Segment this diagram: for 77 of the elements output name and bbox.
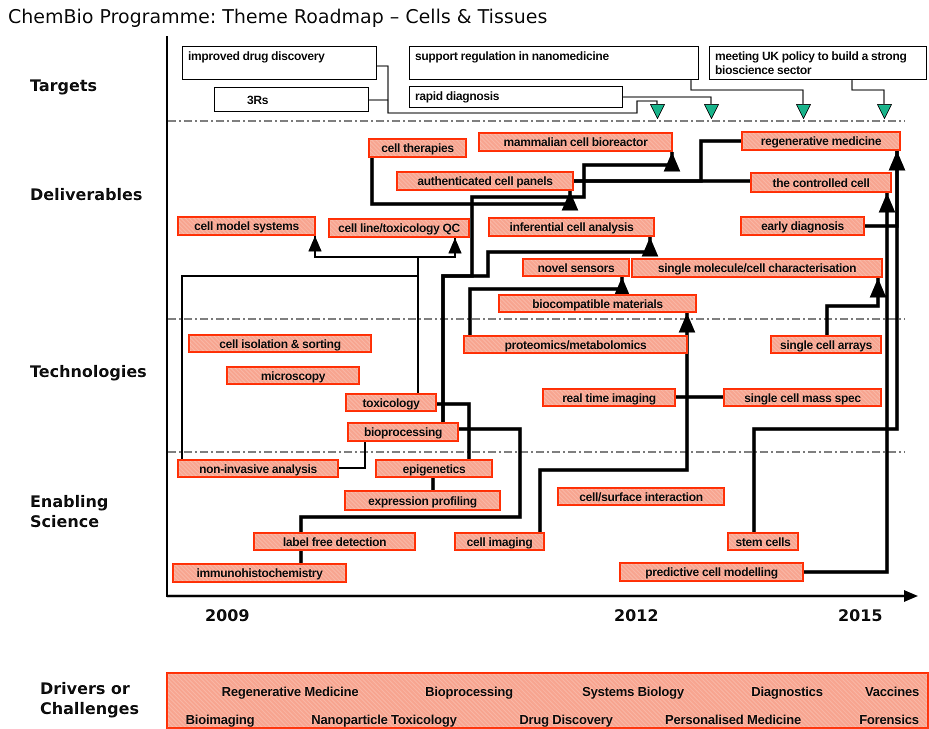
roadmap-item-box: inferential cell analysis	[488, 217, 655, 237]
arrow	[468, 277, 630, 335]
year-label: 2015	[838, 606, 884, 626]
roadmap-item-box: cell line/toxicology QC	[328, 218, 470, 238]
lane-label: Targets	[30, 76, 98, 96]
target-box: rapid diagnosis	[409, 86, 623, 108]
connector-line	[431, 478, 435, 490]
connector-line	[339, 442, 366, 469]
connector-line	[299, 551, 303, 563]
driver-label: Diagnostics	[751, 684, 823, 699]
target-box: support regulation in nanomedicine	[409, 46, 699, 80]
roadmap-item-box: real time imaging	[542, 388, 676, 407]
driver-label: Personalised Medicine	[665, 712, 801, 727]
connector-line	[623, 96, 712, 104]
connector-line	[437, 402, 471, 459]
connector-line	[299, 427, 522, 532]
target-box: meeting UK policy to build a strong bioscience sector	[709, 46, 927, 80]
roadmap-item-box: regenerative medicine	[741, 131, 901, 151]
lane-label: Technologies	[30, 362, 148, 382]
roadmap-item-box: label free detection	[253, 532, 416, 551]
roadmap-item-box: stem cells	[727, 532, 799, 551]
roadmap-item-box: novel sensors	[522, 258, 630, 277]
roadmap-item-box: biocompatible materials	[498, 294, 697, 313]
roadmap-item-box: the controlled cell	[750, 172, 892, 193]
roadmap-item-box: predictive cell modelling	[619, 562, 804, 582]
roadmap-item-box: cell imaging	[454, 532, 545, 551]
arrow	[825, 278, 886, 335]
roadmap-item-box: mammalian cell bioreactor	[478, 132, 673, 152]
roadmap-item-box: toxicology	[345, 393, 437, 412]
connector-line	[851, 80, 885, 104]
connector-line	[369, 99, 658, 114]
roadmap-item-box: cell therapies	[368, 138, 467, 158]
target-marker	[796, 104, 811, 119]
roadmap-item-box: single molecule/cell characterisation	[631, 258, 883, 278]
roadmap-item-box: expression profiling	[344, 490, 501, 511]
target-box: 3Rs	[214, 87, 369, 112]
driver-label: Bioprocessing	[425, 684, 513, 699]
target-marker	[704, 104, 719, 119]
driver-label: Regenerative Medicine	[222, 684, 358, 699]
roadmap-item-box: single cell arrays	[770, 335, 882, 354]
roadmap-item-box: microscopy	[226, 366, 360, 385]
roadmap-item-box: single cell mass spec	[723, 388, 882, 407]
driver-label: Drug Discovery	[519, 712, 613, 727]
roadmap-item-box: immunohistochemistry	[172, 563, 347, 583]
lane-label: Enabling Science	[30, 492, 110, 532]
drivers-panel	[166, 672, 929, 729]
roadmap-item-box: non-invasive analysis	[177, 459, 339, 478]
arrow	[441, 237, 658, 422]
roadmap-item-box: authenticated cell panels	[396, 171, 574, 191]
arrow	[370, 158, 578, 211]
year-label: 2009	[205, 606, 251, 626]
target-marker	[650, 104, 665, 119]
roadmap-item-box: cell model systems	[177, 216, 316, 236]
driver-label: Bioimaging	[186, 712, 254, 727]
driver-label: Vaccines	[864, 684, 920, 699]
connector-line	[676, 395, 723, 399]
year-label: 2012	[614, 606, 660, 626]
target-marker	[877, 104, 892, 119]
arrow	[804, 193, 896, 574]
roadmap-item-box: cell/surface interaction	[557, 487, 725, 506]
lane-label: Deliverables	[30, 185, 144, 205]
roadmap-item-box: proteomics/metabolomics	[463, 335, 688, 354]
roadmap-item-box: bioprocessing	[347, 422, 459, 442]
driver-label: Nanoparticle Toxicology	[311, 712, 457, 727]
arrow	[538, 313, 696, 532]
connector-line	[574, 139, 741, 183]
target-box: improved drug discovery	[182, 46, 377, 80]
roadmap-item-box: cell isolation & sorting	[188, 334, 372, 353]
driver-label: Forensics	[859, 712, 919, 727]
diagram-title: ChemBio Programme: Theme Roadmap – Cells & Tissues	[8, 6, 548, 28]
arrow	[752, 151, 906, 532]
lane-label: Drivers or Challenges	[40, 679, 140, 719]
roadmap-item-box: epigenetics	[375, 459, 493, 478]
arrow	[417, 238, 462, 393]
driver-label: Systems Biology	[582, 684, 684, 699]
roadmap-item-box: early diagnosis	[740, 216, 865, 236]
connector-line	[690, 80, 804, 104]
